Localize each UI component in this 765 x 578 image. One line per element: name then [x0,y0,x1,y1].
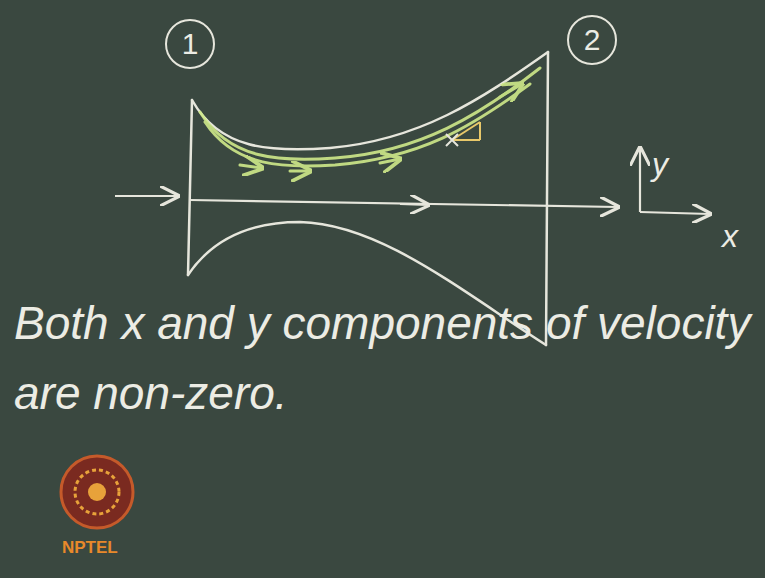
number-text: 1 [182,27,199,61]
circled-number: 2 [567,15,617,65]
axes [640,148,710,214]
nptel-logo [61,456,133,528]
centerline-arrows [115,196,618,207]
axis-label: y [652,146,668,183]
velocity-components [446,122,480,146]
axis-label: x [722,218,738,255]
logo-text: NPTEL [62,538,118,558]
number-text: 2 [584,23,601,57]
streamline [200,68,540,171]
note-text: Both x and y components of velocity are … [14,288,754,428]
circled-number: 1 [165,19,215,69]
